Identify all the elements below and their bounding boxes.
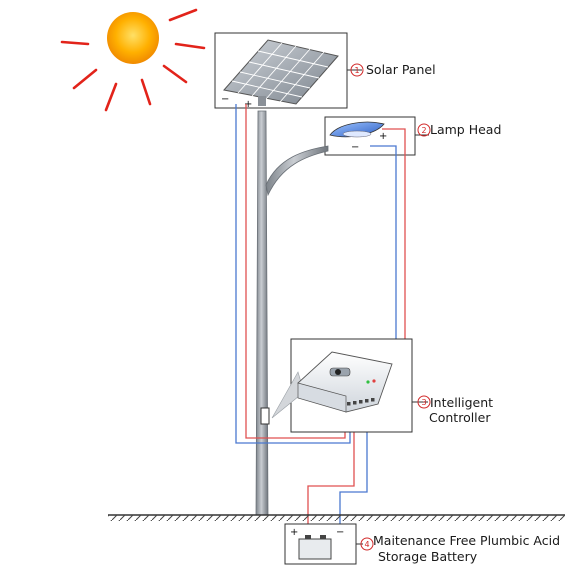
lamp-head-icon [329, 121, 385, 138]
lamp-head-number: 2 [422, 126, 427, 135]
battery-number: 4 [365, 540, 370, 549]
battery-positive-wire [307, 412, 355, 530]
controller-label-line2: Controller [429, 410, 491, 425]
battery-icon [298, 535, 332, 560]
battery-label-line2: Storage Battery [378, 549, 478, 564]
lamp-head-negative: − [351, 142, 359, 153]
solar-panel-label: Solar Panel [366, 62, 436, 77]
battery-negative: − [336, 527, 344, 538]
solar-panel-number: 1 [355, 66, 360, 75]
controller-number: 3 [422, 398, 427, 407]
solar-panel-callout: − + 1 Solar Panel [214, 32, 436, 110]
sun-disc [107, 12, 159, 64]
lamp-pole [255, 110, 329, 516]
lamp-head-label: Lamp Head [430, 122, 501, 137]
battery-label-line1: Maitenance Free Plumbic Acid [373, 533, 560, 548]
lamp-head-positive: + [379, 131, 387, 142]
controller-icon [297, 351, 393, 413]
solar-panel-negative: − [221, 94, 229, 105]
sun [60, 8, 206, 112]
ground [108, 514, 565, 521]
battery-negative-wire [339, 412, 368, 530]
controller-label-line1: Intelligent [430, 395, 493, 410]
battery-callout: + − 4 Maitenance Free Plumbic Acid Stora… [284, 523, 560, 565]
solar-panel-icon [223, 39, 339, 106]
battery-positive: + [290, 527, 298, 538]
solar-panel-positive: + [244, 99, 252, 110]
sun-rays [60, 8, 206, 112]
lamp-head-callout: − + 2 Lamp Head [324, 116, 501, 156]
controller-callout: 3 Intelligent Controller [271, 338, 493, 433]
